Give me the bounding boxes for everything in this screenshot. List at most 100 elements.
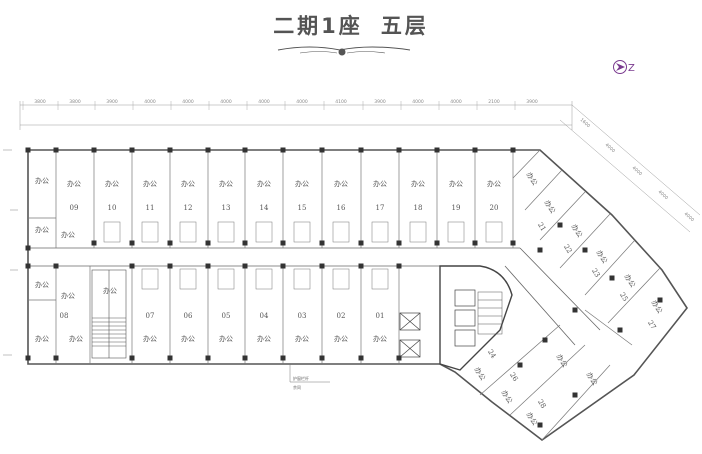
column: [510, 240, 516, 246]
unit-labels: 办公09办公10办公11办公12办公13办公14办公15办公16办公17办公18…: [35, 170, 665, 427]
unit-office-label: 办公: [525, 170, 540, 187]
restroom-fixture: [141, 221, 159, 243]
restroom-fixture: [179, 268, 197, 290]
dimension-label: 4000: [220, 99, 232, 105]
restroom-fixture: [371, 268, 389, 290]
column: [25, 355, 31, 361]
column: [557, 222, 563, 228]
column: [319, 355, 325, 361]
column: [319, 240, 325, 246]
column: [319, 147, 325, 153]
restroom-fixture: [332, 268, 350, 290]
dimension-label: 3800: [69, 99, 81, 105]
column: [396, 240, 402, 246]
unit-office-label: 办公: [181, 179, 195, 188]
column: [396, 263, 402, 269]
page-title: 二期1座五层: [0, 10, 702, 40]
column: [167, 147, 173, 153]
unit-office-label: 办公: [555, 352, 570, 369]
dimension-label: 3800: [34, 99, 46, 105]
unit-office-label: 办公: [623, 272, 638, 289]
unit-number: 19: [452, 204, 461, 212]
unit-office-label: 办公: [334, 179, 348, 188]
unit-number: 21: [536, 221, 548, 233]
restroom-fixture: [179, 221, 197, 243]
unit-office-label: 办公: [219, 179, 233, 188]
unit-office-label: 办公: [295, 179, 309, 188]
column: [280, 147, 286, 153]
column: [205, 147, 211, 153]
unit-number: 26: [508, 371, 520, 383]
unit-number: 13: [222, 204, 231, 212]
unit-number: 22: [562, 243, 574, 255]
unit-office-label: 办公: [411, 179, 425, 188]
column: [53, 355, 59, 361]
stair-core-right: [477, 291, 503, 335]
dimension-label-diagonal: 1600: [579, 117, 592, 129]
restroom-fixture: [255, 268, 273, 290]
column: [319, 263, 325, 269]
left-edge-marks: [3, 149, 18, 356]
column: [358, 147, 364, 153]
column: [396, 147, 402, 153]
unit-number: 16: [337, 204, 346, 212]
column: [242, 263, 248, 269]
unit-number: 28: [536, 398, 548, 410]
unit-number: 24: [486, 348, 498, 360]
annotation-line-2: 余同: [293, 384, 301, 390]
unit-office-label: 办公: [373, 334, 387, 343]
unit-number: 27: [646, 319, 658, 331]
unit-number: 23: [590, 267, 602, 279]
column: [472, 147, 478, 153]
dimension-label: 3900: [526, 99, 538, 105]
column: [434, 240, 440, 246]
restroom-fixture: [217, 268, 235, 290]
unit-office-label: 办公: [257, 179, 271, 188]
dimension-label: 4000: [258, 99, 270, 105]
restroom-fixture: [293, 221, 311, 243]
unit-office-label: 办公: [105, 179, 119, 188]
room-office-label: 办公: [35, 280, 49, 289]
compass-letter: Z: [628, 63, 635, 74]
unit-office-label: 办公: [543, 198, 558, 215]
unit-number: 10: [108, 204, 117, 212]
restroom-fixture: [409, 221, 427, 243]
dimension-label: 4000: [412, 99, 424, 105]
unit-office-label: 办公: [181, 334, 195, 343]
column: [280, 240, 286, 246]
unit-office-label: 办公: [570, 222, 585, 239]
column: [510, 147, 516, 153]
column: [25, 263, 31, 269]
unit-number: 12: [184, 204, 193, 212]
unit-fixtures: [103, 221, 503, 290]
unit-office-label: 办公: [585, 370, 600, 387]
column: [167, 263, 173, 269]
restroom-fixture: [255, 221, 273, 243]
building-name: 二期1座: [273, 14, 363, 38]
column: [572, 392, 578, 398]
column: [582, 247, 588, 253]
elevator-core: [399, 289, 476, 358]
column: [396, 355, 402, 361]
column: [617, 327, 623, 333]
dimension-label-diagonal: 4000: [683, 211, 696, 223]
column: [25, 147, 31, 153]
dimension-label-diagonal: 4000: [604, 142, 617, 154]
column: [205, 263, 211, 269]
unit-office-label: 办公: [595, 248, 610, 265]
unit-number: 09: [70, 204, 79, 212]
railing-annotation: 护窗栏杆 余同: [289, 364, 330, 390]
column: [358, 240, 364, 246]
unit-number: 06: [184, 312, 193, 320]
column: [91, 240, 97, 246]
column: [167, 355, 173, 361]
unit-number: 08: [60, 312, 69, 320]
column: [472, 240, 478, 246]
dimension-label: 2100: [488, 99, 500, 105]
building-outline: [27, 149, 688, 441]
restroom-fixture: [371, 221, 389, 243]
unit-number: 01: [376, 312, 385, 320]
dimension-label: 4100: [335, 99, 347, 105]
